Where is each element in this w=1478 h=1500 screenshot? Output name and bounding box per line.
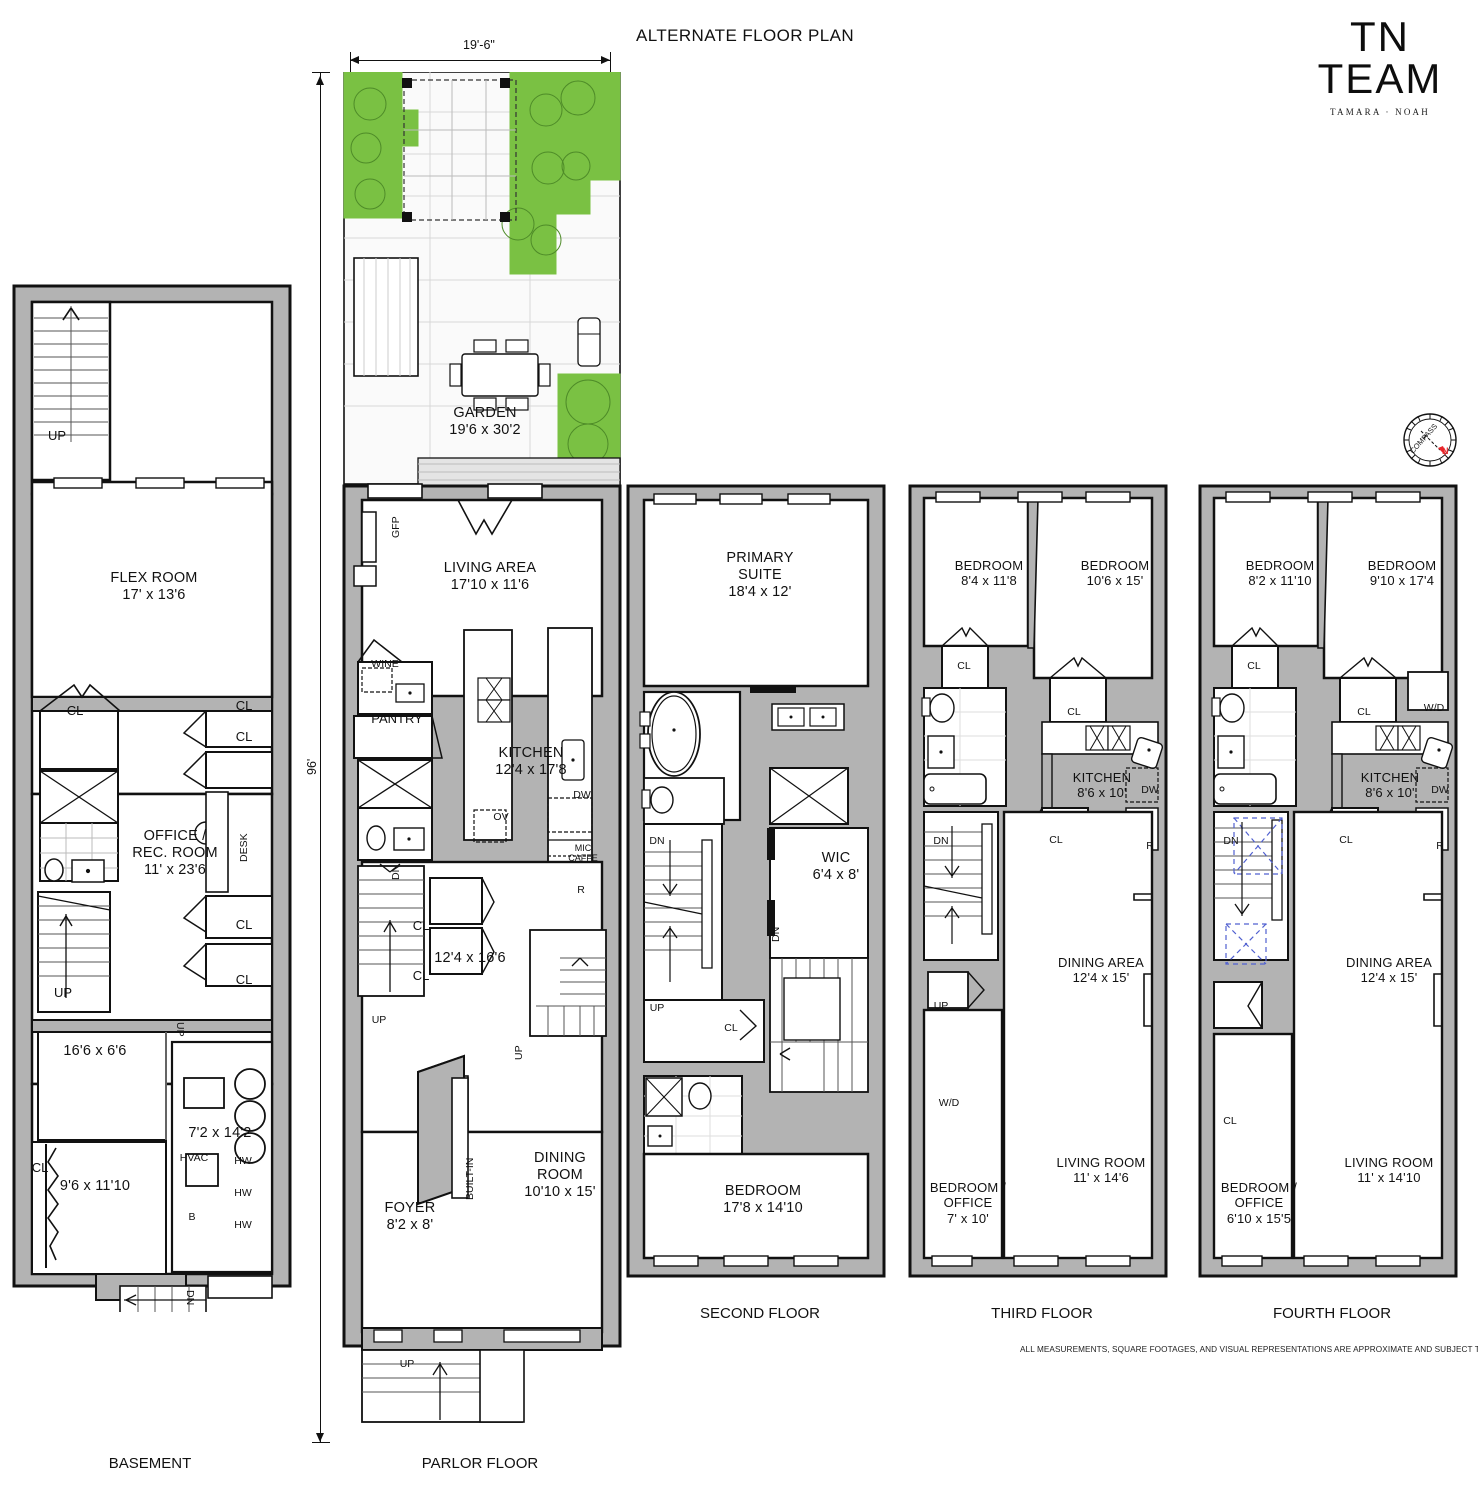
wine-fridge-tag: WINE [371,658,399,670]
third-floor-plan-drawing [908,484,1168,1278]
floor-caption-second: SECOND FLOOR [699,1305,820,1322]
closet-tag: CL [1223,1115,1237,1127]
width-tick-right-icon [610,52,611,76]
closet-tag: CL [235,698,253,713]
washer-dryer-tag: W/D [1423,702,1445,714]
hot-water-tag: HW [234,1155,252,1167]
stair-down-tag: DN [184,1290,196,1306]
microwave-tag: MIC CAFFE [560,843,606,864]
floor-caption-fourth: FOURTH FLOOR [1272,1305,1392,1322]
compass-rose-icon: N COMPASS [1403,413,1457,467]
brand-logo: TN TEAM TAMARA · NOAH [1290,13,1470,118]
depth-tick-top-icon [312,72,330,73]
stair-up-tag: UP [53,985,73,1000]
stair-up-tag: UP [174,1022,186,1037]
depth-dimension-line [320,72,321,1442]
closet-tag: CL [1357,706,1371,718]
width-arrow-right-icon [601,56,610,64]
closet-tag: CL [412,968,430,983]
stair-up-tag: UP [933,1000,949,1012]
closet-tag: CL [235,972,253,987]
width-tick-left-icon [350,52,351,76]
refrigerator-tag: R [1146,840,1154,852]
page-title: ALTERNATE FLOOR PLAN [636,26,855,45]
stair-down-tag: DN [933,835,949,847]
built-in-tag: BUILT-IN [464,1157,476,1200]
parlor-plan-drawing [342,72,622,1423]
closet-tag: CL [1247,660,1261,672]
closet-tag: CL [235,917,253,932]
depth-dimension-label: 96' [305,758,319,775]
stair-down-tag: DN [770,926,782,942]
floor-caption-parlor: PARLOR FLOOR [421,1455,539,1472]
washer-dryer-tag: W/D [938,1097,960,1109]
depth-tick-bottom-icon [312,1442,330,1443]
gas-fireplace-tag: GFP [390,516,402,538]
refrigerator-tag: R [1436,840,1444,852]
closet-tag: CL [957,660,971,672]
stair-up-tag: UP [399,1358,415,1370]
oven-tag: OV [493,811,509,823]
floor-caption-third: THIRD FLOOR [991,1305,1093,1322]
closet-tag: CL [412,918,430,933]
closet-tag: CL [235,729,253,744]
coffee-tag-line2: CAFFE [568,853,598,864]
refrigerator-tag: R [577,884,585,896]
fourth-floor-plan-drawing [1198,484,1458,1278]
floor-caption-basement: BASEMENT [108,1455,192,1472]
width-arrow-left-icon [350,56,359,64]
stair-down-tag: DN [649,835,665,847]
depth-arrow-up-icon [316,76,324,85]
logo-subtitle-text: TAMARA · NOAH [1330,107,1430,117]
stair-down-tag: DN [390,864,402,880]
desk-tag: DESK [238,833,250,862]
closet-tag: CL [1049,834,1063,846]
logo-brand-text: TN TEAM [1317,13,1443,102]
disclaimer-text: ALL MEASUREMENTS, SQUARE FOOTAGES, AND V… [1020,1345,1478,1354]
dishwasher-tag: DW [1141,784,1159,796]
closet-tag: CL [66,703,84,718]
stair-down-tag: DN [1223,835,1239,847]
hvac-tag: HVAC [179,1152,209,1164]
depth-arrow-down-icon [316,1433,324,1442]
closet-tag: CL [724,1022,738,1034]
stair-up-tag: UP [371,1014,387,1026]
basement-plan-drawing [12,284,292,1312]
second-floor-plan-drawing [626,484,886,1278]
hot-water-tag: HW [234,1187,252,1199]
stair-up-tag: UP [513,1045,525,1060]
closet-tag: CL [1339,834,1353,846]
closet-tag: CL [31,1160,49,1175]
width-dimension-label: 19'-6" [463,38,495,52]
stair-up-tag: UP [649,1002,665,1014]
width-dimension-line [350,60,610,61]
dishwasher-tag: DW [1431,784,1449,796]
stair-up-tag: UP [47,428,67,443]
microwave-tag-line1: MIC [574,843,592,853]
compass-north-label: N [1442,446,1449,456]
boiler-tag: B [188,1211,196,1223]
closet-tag: CL [1067,706,1081,718]
pantry-tag: PANTRY [371,711,423,726]
dishwasher-tag: DW [573,789,591,801]
hot-water-tag: HW [234,1219,252,1231]
